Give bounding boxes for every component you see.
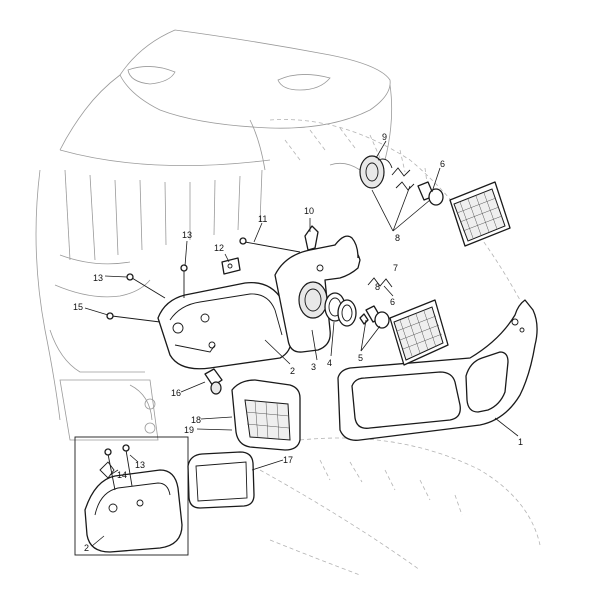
callout-16: 16 (171, 388, 181, 398)
part-retaining-rings (324, 292, 357, 327)
callout-5: 5 (358, 353, 363, 363)
part-clip (304, 225, 319, 251)
part-long-bolt (239, 237, 301, 253)
part-bulbs-lower (359, 305, 390, 329)
callout-1: 1 (518, 437, 523, 447)
part-lamp-housing (157, 281, 292, 370)
callout-13-top: 13 (182, 230, 192, 240)
callout-labels: 1 2 3 4 5 6 6 7 8 8 9 10 11 12 13 13 13 … (73, 132, 523, 553)
part-spring-clip (367, 277, 393, 288)
part-side-socket (204, 368, 223, 395)
part-socket-cap (359, 155, 393, 189)
callout-6-upper: 6 (440, 159, 445, 169)
part-headlamp-bucket (274, 235, 361, 353)
part-bezel (187, 451, 255, 509)
callout-14: 14 (117, 470, 127, 480)
part-side-lamp (231, 379, 301, 451)
leader-lines (84, 140, 519, 547)
callout-18: 18 (191, 415, 201, 425)
callout-10: 10 (304, 206, 314, 216)
part-grille-surround (337, 299, 538, 441)
inset-detail (74, 436, 189, 556)
callout-9: 9 (382, 132, 387, 142)
callout-2-inset: 2 (84, 543, 89, 553)
part-headlamp-lower (389, 299, 449, 366)
part-bracket (221, 257, 241, 275)
callout-19: 19 (184, 425, 194, 435)
callout-7: 7 (393, 263, 398, 273)
part-bulb-upper (391, 167, 444, 206)
callout-4: 4 (327, 358, 332, 368)
callout-11: 11 (258, 214, 267, 224)
callout-12: 12 (214, 243, 224, 253)
callout-6-lower: 6 (390, 297, 395, 307)
callout-15: 15 (73, 302, 83, 312)
callout-8-upper: 8 (395, 233, 400, 243)
tractor-background-outline (35, 29, 541, 576)
callout-2: 2 (290, 366, 295, 376)
callout-13-inset: 13 (135, 460, 145, 470)
part-bolts (106, 264, 188, 323)
callout-3: 3 (311, 362, 316, 372)
callout-13-left: 13 (93, 273, 103, 283)
callout-8-lower: 8 (375, 282, 380, 292)
callout-17: 17 (283, 455, 293, 465)
part-headlamp-upper (449, 181, 511, 247)
